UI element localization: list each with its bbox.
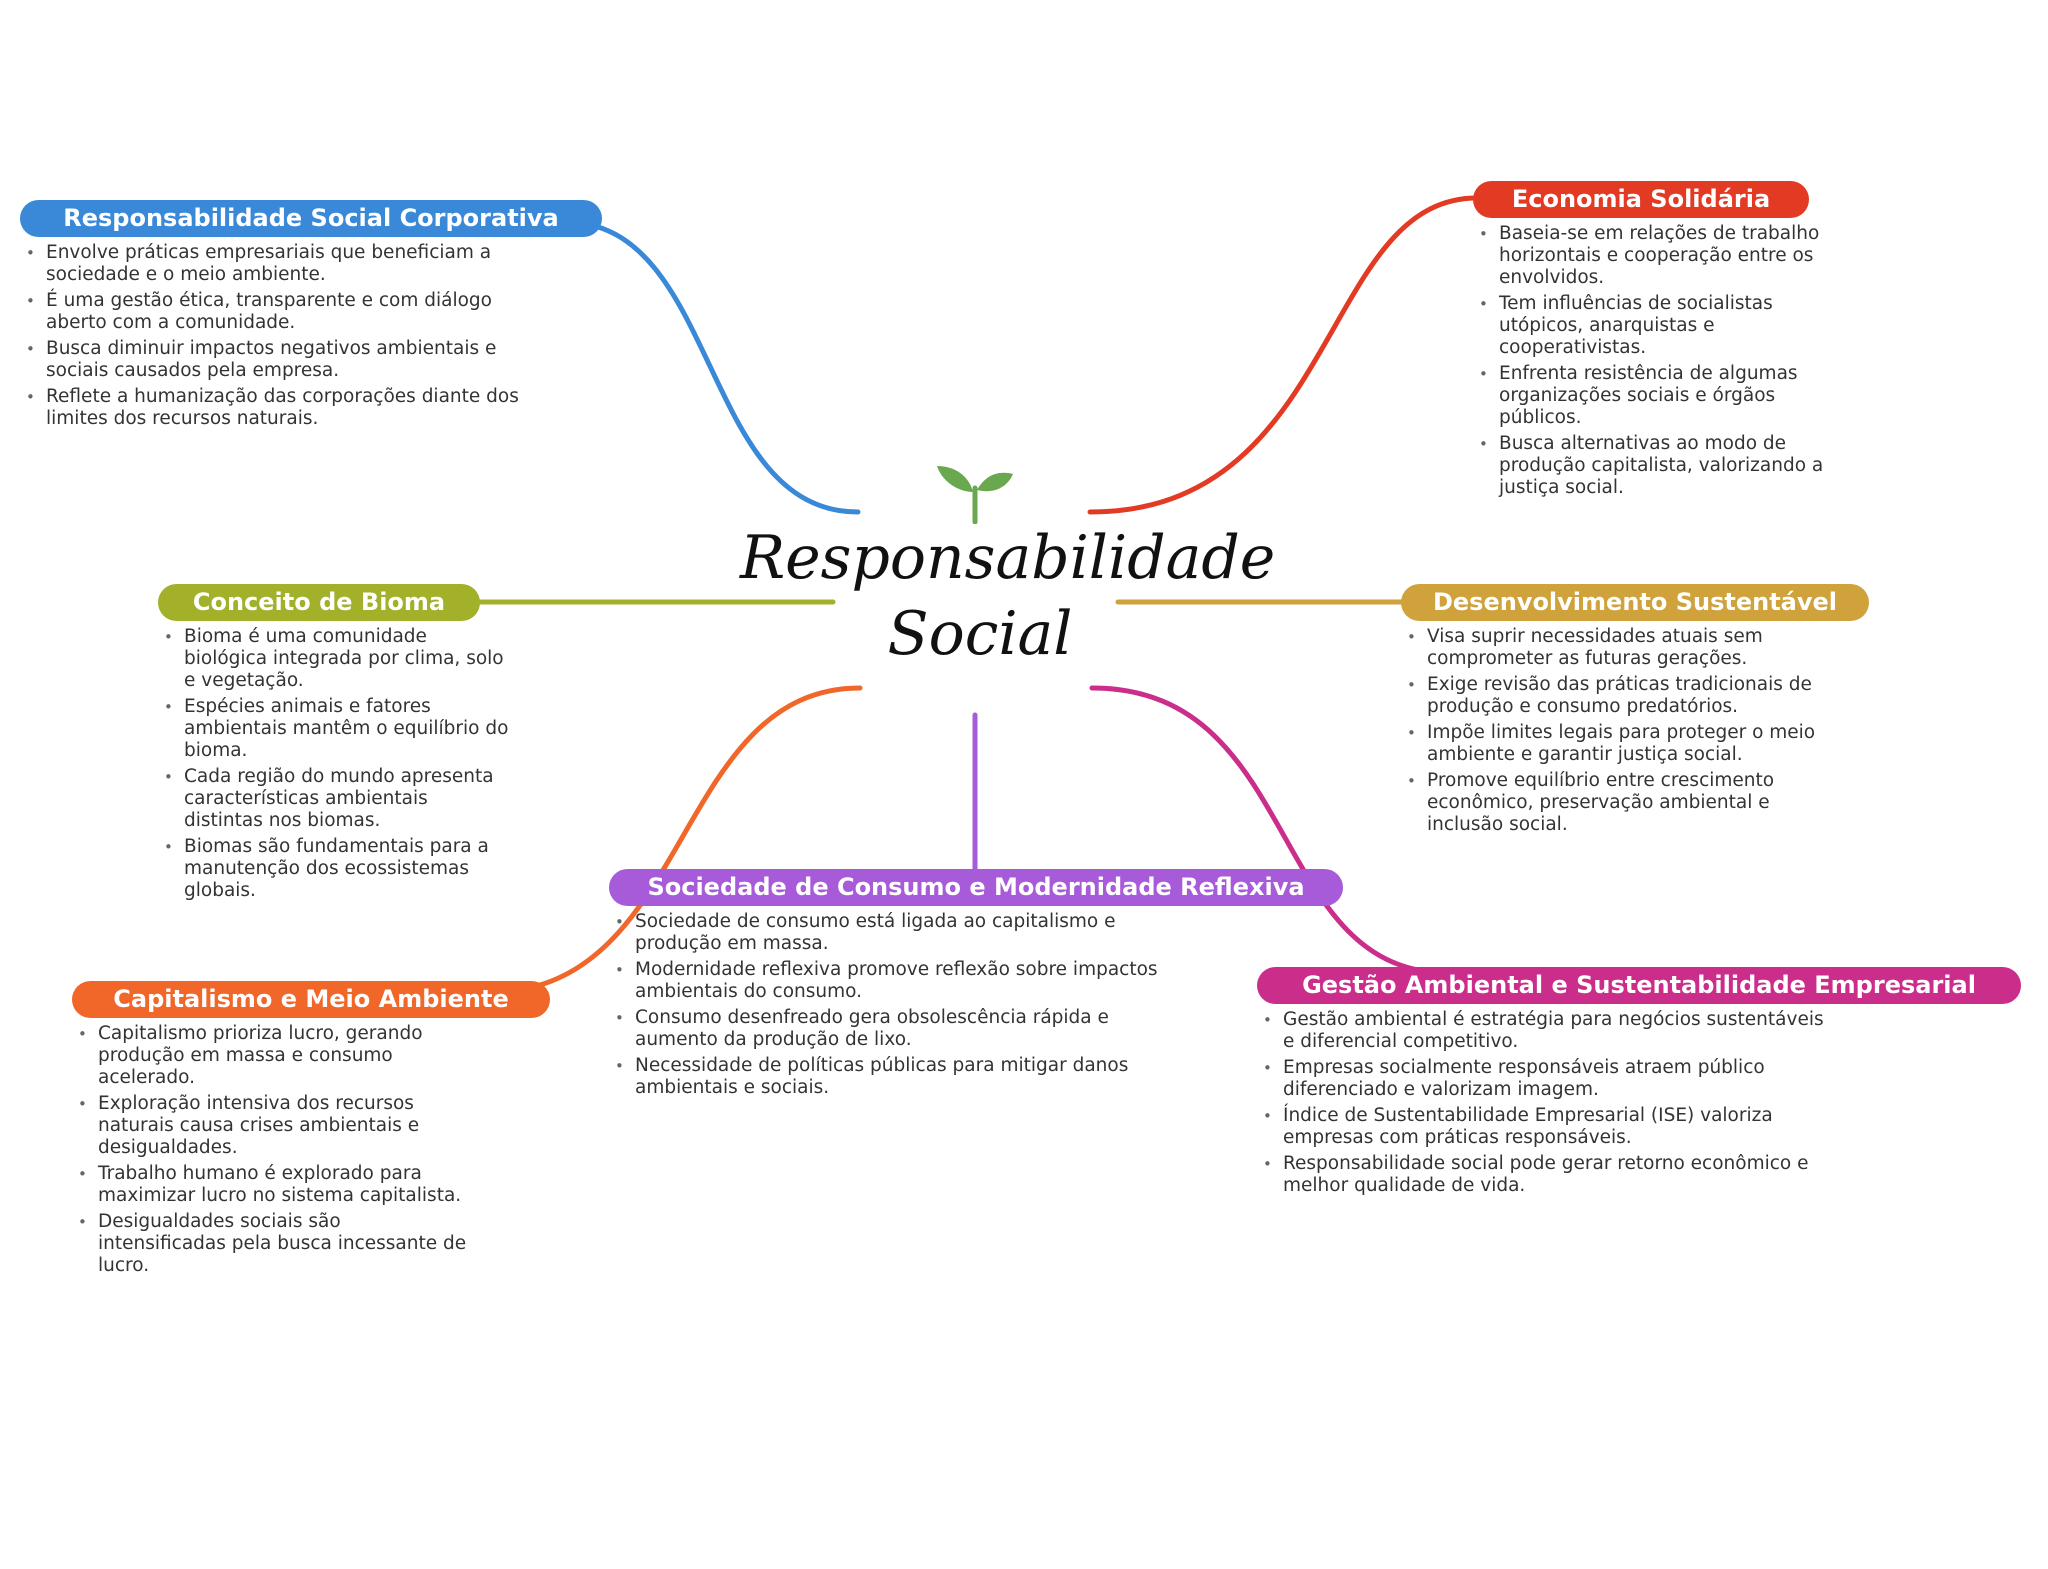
topic-sociedade-list: Sociedade de consumo está ligada ao capi… <box>611 911 1171 1103</box>
topic-gestao-title: Gestão Ambiental e Sustentabilidade Empr… <box>1257 967 2021 1004</box>
list-item: Envolve práticas empresariais que benefi… <box>22 242 542 286</box>
topic-desenvolvimento-title: Desenvolvimento Sustentável <box>1401 584 1869 621</box>
topic-gestao-list: Gestão ambiental é estratégia para negóc… <box>1259 1009 1839 1201</box>
list-item: Empresas socialmente responsáveis atraem… <box>1259 1057 1839 1101</box>
connector-rsc <box>562 219 861 515</box>
list-item: Espécies animais e fatores ambientais ma… <box>160 696 510 762</box>
list-item: É uma gestão ética, transparente e com d… <box>22 290 542 334</box>
list-item: Busca diminuir impactos negativos ambien… <box>22 338 542 382</box>
central-title-line1: Responsabilidade <box>740 523 1276 593</box>
list-item: Necessidade de políticas públicas para m… <box>611 1055 1171 1099</box>
connector-capitalismo <box>537 685 863 988</box>
topic-economia-list: Baseia-se em relações de trabalho horizo… <box>1475 223 1825 503</box>
topic-rsc-title: Responsabilidade Social Corporativa <box>20 200 602 237</box>
list-item: Exige revisão das práticas tradicionais … <box>1403 674 1823 718</box>
list-item: Consumo desenfreado gera obsolescência r… <box>611 1007 1171 1051</box>
connector-economia <box>1087 195 1480 515</box>
list-item: Trabalho humano é explorado para maximiz… <box>74 1163 474 1207</box>
list-item: Índice de Sustentabilidade Empresarial (… <box>1259 1105 1839 1149</box>
list-item: Biomas são fundamentais para a manutençã… <box>160 836 510 902</box>
topic-desenvolvimento-list: Visa suprir necessidades atuais sem comp… <box>1403 626 1823 840</box>
list-item: Busca alternativas ao modo de produção c… <box>1475 433 1825 499</box>
list-item: Modernidade reflexiva promove reflexão s… <box>611 959 1171 1003</box>
topic-sociedade-title: Sociedade de Consumo e Modernidade Refle… <box>609 869 1343 906</box>
topic-bioma-title: Conceito de Bioma <box>158 584 480 621</box>
connector-gestao <box>1089 685 1421 973</box>
topic-capitalismo-list: Capitalismo prioriza lucro, gerando prod… <box>74 1023 474 1281</box>
central-title-line2: Social <box>887 599 1073 669</box>
list-item: Cada região do mundo apresenta caracterí… <box>160 766 510 832</box>
topic-capitalismo-title: Capitalismo e Meio Ambiente <box>72 981 550 1018</box>
list-item: Desigualdades sociais são intensificadas… <box>74 1211 474 1277</box>
list-item: Capitalismo prioriza lucro, gerando prod… <box>74 1023 474 1089</box>
list-item: Sociedade de consumo está ligada ao capi… <box>611 911 1171 955</box>
list-item: Gestão ambiental é estratégia para negóc… <box>1259 1009 1839 1053</box>
central-title: Responsabilidade Social <box>740 520 1276 672</box>
list-item: Enfrenta resistência de algumas organiza… <box>1475 363 1825 429</box>
topic-economia-title: Economia Solidária <box>1473 181 1809 218</box>
list-item: Responsabilidade social pode gerar retor… <box>1259 1153 1839 1197</box>
list-item: Exploração intensiva dos recursos natura… <box>74 1093 474 1159</box>
list-item: Visa suprir necessidades atuais sem comp… <box>1403 626 1823 670</box>
list-item: Bioma é uma comunidade biológica integra… <box>160 626 510 692</box>
list-item: Baseia-se em relações de trabalho horizo… <box>1475 223 1825 289</box>
topic-rsc-list: Envolve práticas empresariais que benefi… <box>22 242 542 434</box>
list-item: Tem influências de socialistas utópicos,… <box>1475 293 1825 359</box>
sprout-icon <box>937 466 1013 524</box>
list-item: Reflete a humanização das corporações di… <box>22 386 542 430</box>
topic-bioma-list: Bioma é uma comunidade biológica integra… <box>160 626 510 906</box>
list-item: Impõe limites legais para proteger o mei… <box>1403 722 1823 766</box>
list-item: Promove equilíbrio entre crescimento eco… <box>1403 770 1823 836</box>
